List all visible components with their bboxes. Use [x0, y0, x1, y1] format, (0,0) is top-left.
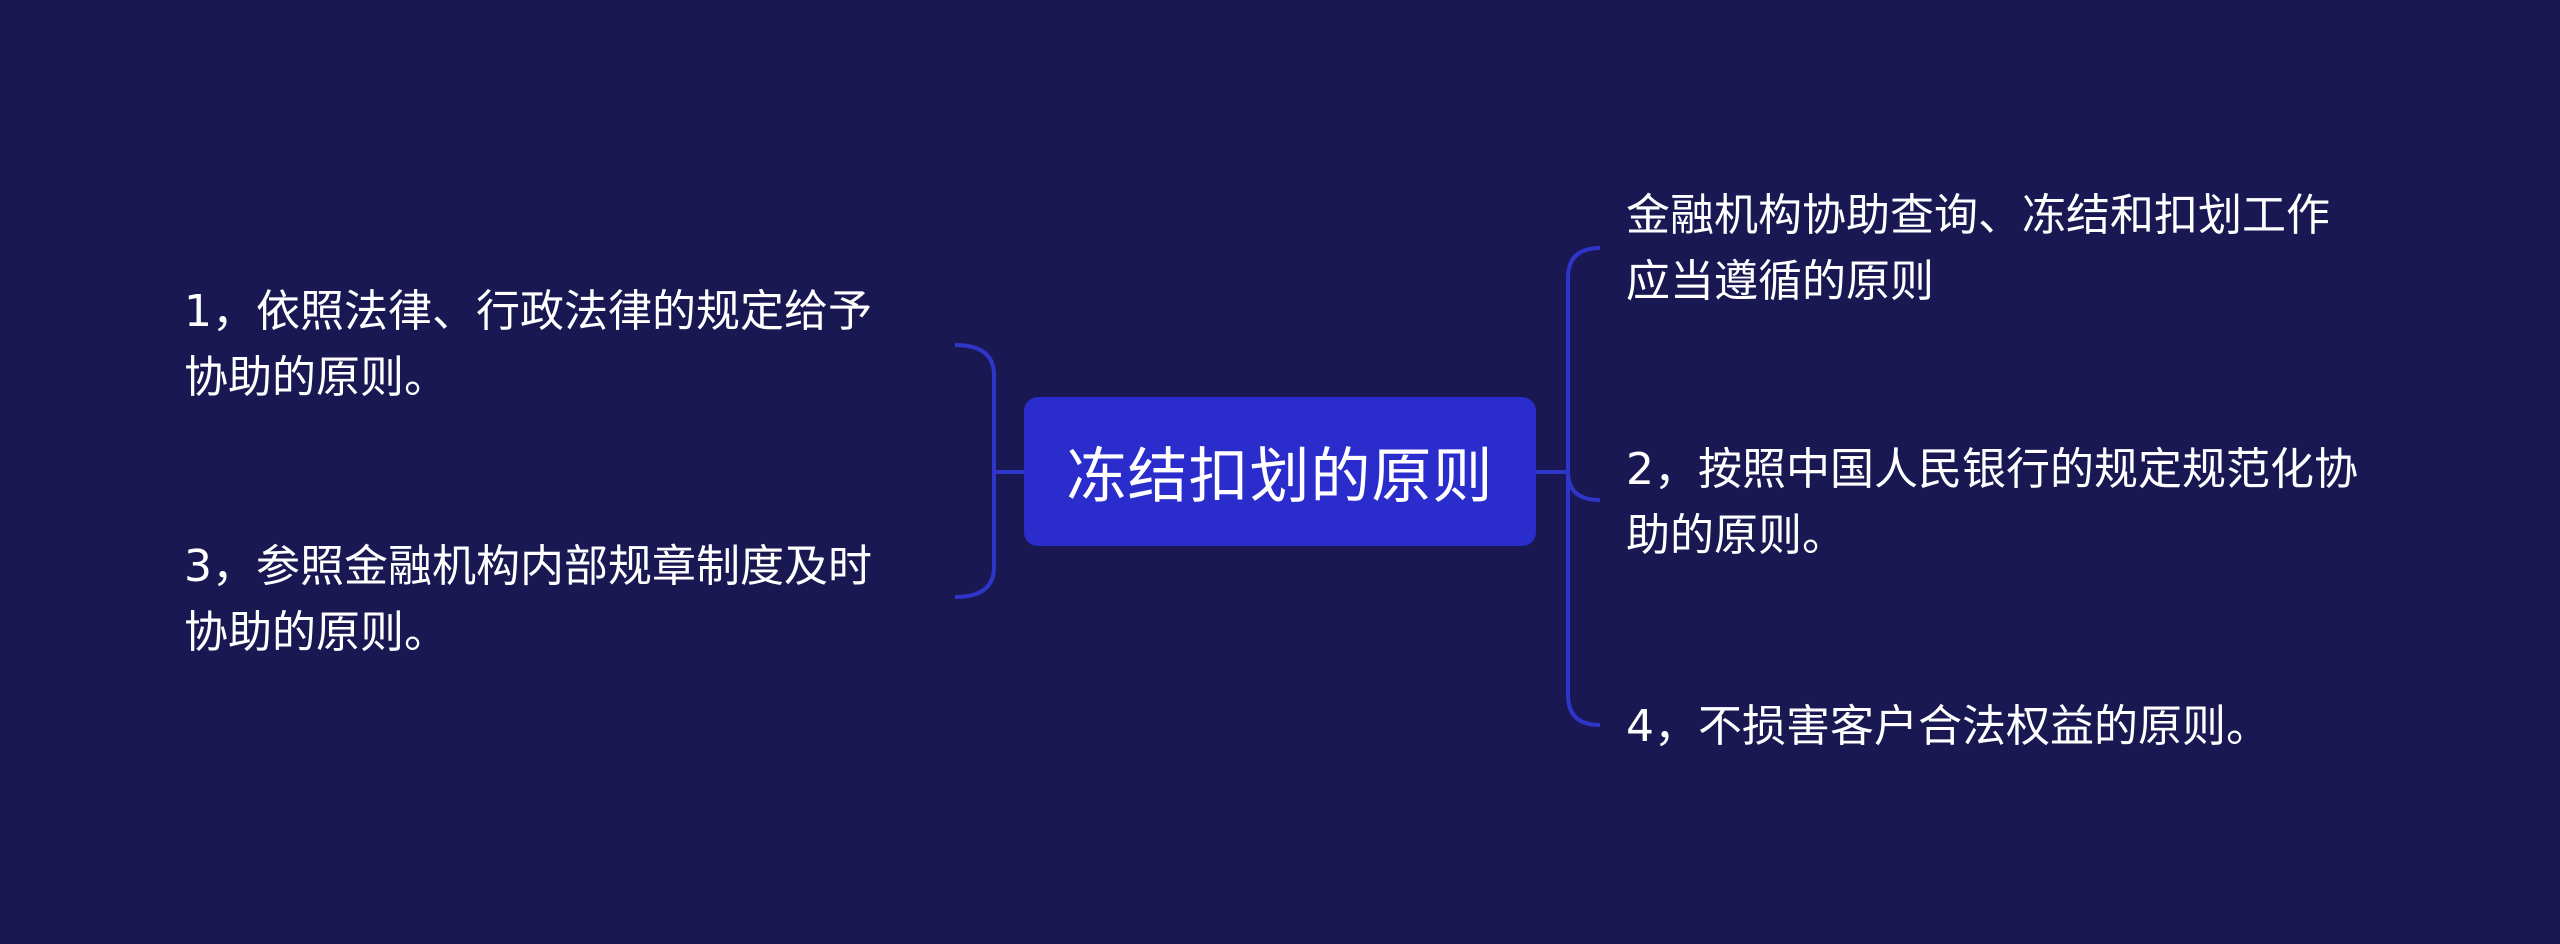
topic-right-2[interactable]: 2，按照中国人民银行的规定规范化协助的原则。: [1626, 437, 2366, 569]
right-middle-branch: [1566, 471, 1601, 502]
left-bracket: [954, 343, 996, 599]
topic-left-1[interactable]: 1，依照法律、行政法律的规定给予协助的原则。: [184, 279, 904, 411]
central-topic[interactable]: 冻结扣划的原则: [1024, 397, 1536, 546]
right-spine: [1566, 246, 1601, 727]
topic-right-1-label: 金融机构协助查询、冻结和扣划工作应当遵循的原则: [1626, 190, 2330, 307]
topic-left-2-label: 3，参照金融机构内部规章制度及时协助的原则。: [184, 541, 872, 658]
topic-left-1-label: 1，依照法律、行政法律的规定给予协助的原则。: [184, 286, 872, 403]
topic-right-1[interactable]: 金融机构协助查询、冻结和扣划工作应当遵循的原则: [1626, 183, 2366, 315]
topic-right-3[interactable]: 4，不损害客户合法权益的原则。: [1626, 694, 2366, 760]
central-topic-label: 冻结扣划的原则: [1066, 442, 1494, 512]
topic-left-2[interactable]: 3，参照金融机构内部规章制度及时协助的原则。: [184, 534, 904, 666]
topic-right-3-label: 4，不损害客户合法权益的原则。: [1626, 701, 2270, 752]
topic-right-2-label: 2，按照中国人民银行的规定规范化协助的原则。: [1626, 444, 2358, 561]
